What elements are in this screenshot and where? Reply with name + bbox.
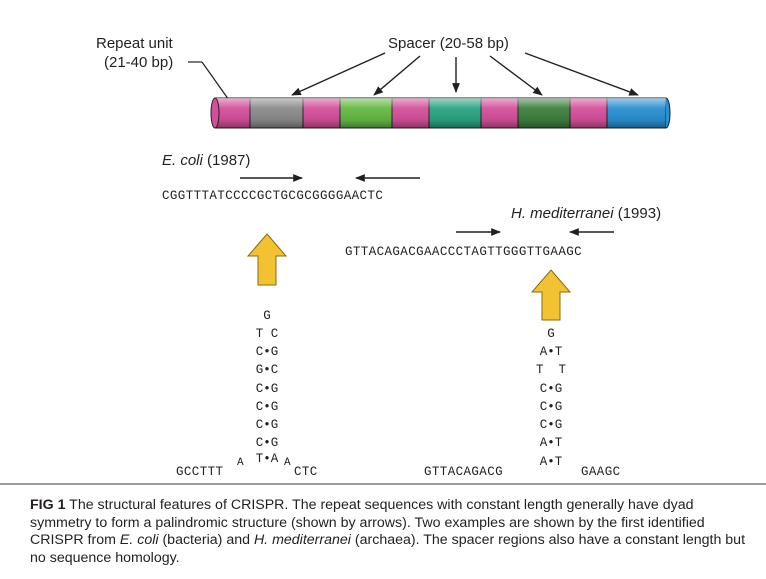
ecoli-name: E. coli <box>162 152 203 169</box>
base-pair: C•G <box>255 345 279 359</box>
spacer-arrow <box>489 55 543 96</box>
base-pair: G•C <box>255 363 279 378</box>
hmed-loop-top: G <box>547 327 555 341</box>
hmed-left-tail: GTTACAGACG <box>424 465 504 479</box>
tube-end-cap <box>210 97 220 129</box>
ecoli-stem: C•G G•C C•G C•G C•G C•G T•A <box>247 343 287 466</box>
hmed-sequence: GTTACAGACGAACCCTAGTTGGGTTGAAGC <box>345 245 583 259</box>
hmed-year: (1993) <box>617 205 662 222</box>
spacer-arrows <box>291 52 639 96</box>
caption-text-b: (bacteria) and <box>158 532 254 548</box>
ecoli-sequence: CGGTTTATCCCCGCTGCGCGGGGAACTC <box>162 189 384 203</box>
base-pair: A•T <box>539 345 563 359</box>
base-pair: T•A <box>255 451 279 466</box>
base-pair: C•G <box>255 418 279 433</box>
base-pair: C•G <box>539 418 563 433</box>
ecoli-fold-arrow <box>246 233 288 286</box>
ecoli-right-tail: CTC <box>294 465 318 479</box>
caption-text-c: (archaea). The spacer regions also have … <box>30 532 746 566</box>
ecoli-right-sup: A <box>284 457 292 469</box>
base-pair: A•T <box>539 454 563 469</box>
base-pair: C•G <box>539 381 563 396</box>
crispr-diagram <box>188 52 671 321</box>
base-pair: A•T <box>539 436 563 451</box>
crispr-array <box>210 97 671 129</box>
ecoli-year: (1987) <box>207 152 251 169</box>
hmed-fold-arrow <box>530 269 572 321</box>
repeat-unit-label: Repeat unit <box>96 35 173 52</box>
hmed-right-tail: GAAGC <box>581 465 621 479</box>
hmed-name: H. mediterranei <box>511 205 614 222</box>
ecoli-left-sup: A <box>237 457 245 469</box>
repeat-unit-length: (21-40 bp) <box>104 54 174 71</box>
base-pair: T T <box>535 363 566 378</box>
caption-separator <box>0 483 766 485</box>
spacer-arrow <box>373 55 421 96</box>
caption-label: FIG 1 <box>30 497 66 513</box>
caption-ecoli: E. coli <box>119 532 159 548</box>
base-pair: C•G <box>255 436 279 451</box>
spacer-arrow <box>291 52 386 96</box>
spacer-label: Spacer (20-58 bp) <box>388 35 509 52</box>
base-pair: C•G <box>539 399 563 414</box>
hmed-heading: H. mediterranei (1993) <box>511 205 661 223</box>
caption-text-a: The structural features of CRISPR. The r… <box>30 497 705 548</box>
figure-caption: FIG 1 The structural features of CRISPR.… <box>30 497 750 567</box>
caption-hmed: H. mediterranei <box>253 532 351 548</box>
ecoli-loop-top: G <box>263 309 271 323</box>
ecoli-heading: E. coli (1987) <box>162 152 250 170</box>
base-pair: C•G <box>255 381 279 396</box>
ecoli-left-tail: GCCTTT <box>176 465 224 479</box>
tube-end-cap <box>665 97 671 129</box>
hmed-stem: A•T T T C•G C•G C•G A•T A•T <box>531 343 571 471</box>
base-pair: C•G <box>255 399 279 414</box>
ecoli-loop-pair: T C <box>255 327 279 341</box>
tube-shading <box>215 98 666 128</box>
spacer-arrow <box>524 52 639 96</box>
